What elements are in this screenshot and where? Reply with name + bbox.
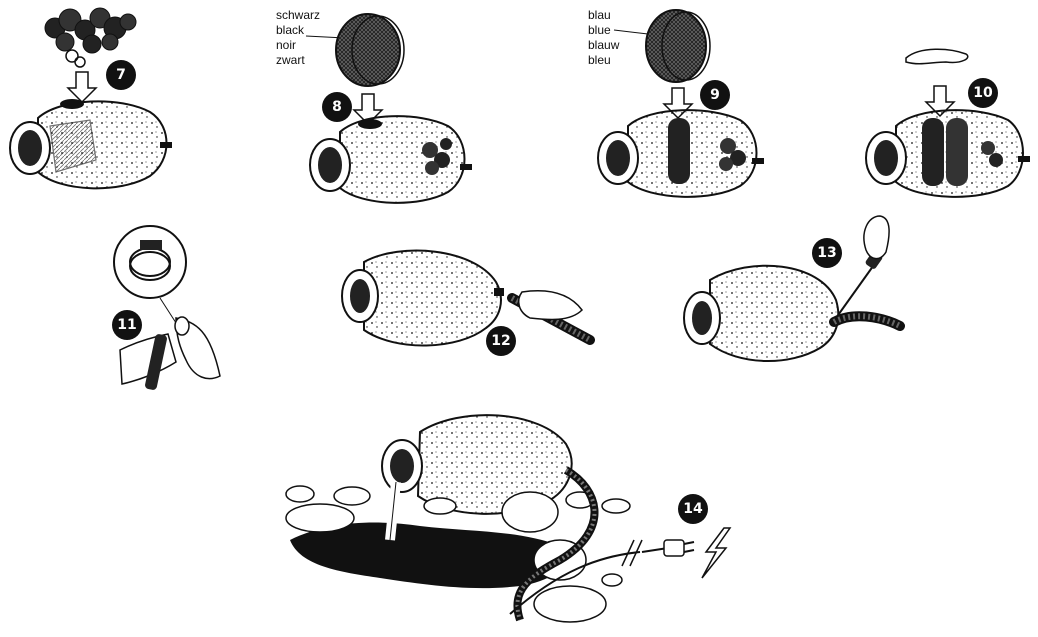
hand <box>519 291 582 320</box>
urn-body <box>342 251 501 346</box>
step-number-8: 8 <box>322 92 352 122</box>
step-14-illustration <box>286 415 730 622</box>
step-number-7: 7 <box>106 60 136 90</box>
urn-body <box>684 266 838 361</box>
label-en: black <box>276 23 320 38</box>
label-de: schwarz <box>276 8 320 23</box>
insert-arrow <box>68 72 96 102</box>
blue-filter-sponge <box>646 10 706 82</box>
filter-lid <box>906 49 968 64</box>
label-nl: zwart <box>276 53 320 68</box>
hand <box>864 216 889 259</box>
step-number-13: 13 <box>812 238 842 268</box>
step-11-illustration <box>114 226 220 391</box>
black-filter-label: schwarz black noir zwart <box>276 8 320 68</box>
label-de: blau <box>588 8 619 23</box>
step-number-11: 11 <box>112 310 142 340</box>
step-12-illustration <box>342 251 590 346</box>
urn-body <box>866 110 1030 197</box>
hose-clamp-detail <box>114 226 186 298</box>
black-filter-sponge <box>336 14 400 86</box>
blue-filter-label: blau blue blauw bleu <box>588 8 619 68</box>
urn-body <box>310 116 472 203</box>
step-number-12: 12 <box>486 326 516 356</box>
step-number-14: 14 <box>678 494 708 524</box>
urn-body <box>10 99 172 188</box>
bio-media-cluster <box>45 8 136 67</box>
step-9-illustration <box>598 10 764 197</box>
screwdriver <box>836 262 876 318</box>
label-nl: blauw <box>588 38 619 53</box>
lightning-bolt-icon <box>702 528 730 578</box>
step-13-illustration <box>684 216 900 361</box>
urn-body <box>598 110 764 197</box>
label-fr: noir <box>276 38 320 53</box>
step-10-illustration <box>866 49 1030 197</box>
step-7-illustration <box>10 8 172 188</box>
label-fr: bleu <box>588 53 619 68</box>
step-number-10: 10 <box>968 78 998 108</box>
label-en: blue <box>588 23 619 38</box>
power-plug <box>664 540 684 556</box>
step-number-9: 9 <box>700 80 730 110</box>
